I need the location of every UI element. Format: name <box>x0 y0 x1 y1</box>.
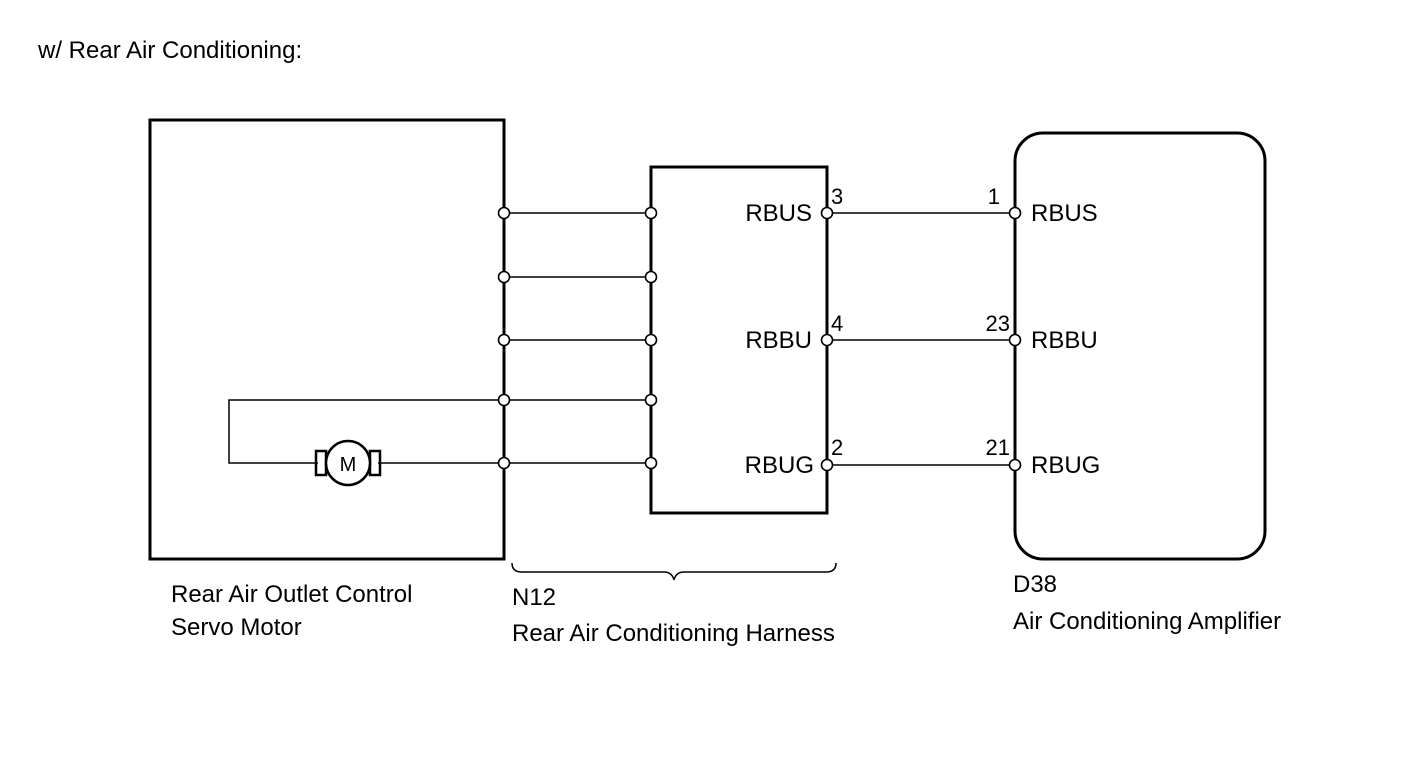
terminal-harness-left-4 <box>644 393 658 407</box>
amplifier-pin-number-rbug: 21 <box>986 435 1010 460</box>
terminal-servo-4 <box>497 393 511 407</box>
amplifier-caption: Air Conditioning Amplifier <box>1013 608 1281 635</box>
servo-motor-box <box>148 118 506 561</box>
amplifier-pin-number-rbus: 1 <box>988 184 1000 209</box>
terminal-amplifier-rbbu <box>1008 333 1022 347</box>
terminal-servo-5 <box>497 456 511 470</box>
terminal-amplifier-rbug <box>1008 458 1022 472</box>
harness-pin-label-rbus: RBUS <box>745 200 812 227</box>
servo-motor-caption-line2: Servo Motor <box>171 614 302 641</box>
harness-caption: Rear Air Conditioning Harness <box>512 620 835 647</box>
terminal-harness-left-1 <box>644 206 658 220</box>
harness-pin-label-rbbu: RBBU <box>745 327 812 354</box>
amplifier-pin-number-rbbu: 23 <box>986 311 1010 336</box>
amplifier-code: D38 <box>1013 571 1057 598</box>
harness-code: N12 <box>512 584 556 611</box>
amplifier-pin-label-rbus: RBUS <box>1031 200 1098 227</box>
harness-pin-number-rbug: 2 <box>831 435 843 460</box>
motor-wire-loop <box>228 399 504 464</box>
terminal-harness-left-2 <box>644 270 658 284</box>
amplifier-pin-label-rbug: RBUG <box>1031 452 1100 479</box>
terminal-harness-rbus <box>820 206 834 220</box>
harness-pin-number-rbbu: 4 <box>831 311 843 336</box>
terminal-harness-rbug <box>820 458 834 472</box>
servo-motor-caption-line1: Rear Air Outlet Control <box>171 581 412 608</box>
terminal-servo-2 <box>497 270 511 284</box>
terminal-harness-rbbu <box>820 333 834 347</box>
terminal-servo-1 <box>497 206 511 220</box>
motor-symbol-label: M <box>340 454 357 476</box>
amplifier-pin-label-rbbu: RBBU <box>1031 327 1098 354</box>
diagram-title: w/ Rear Air Conditioning: <box>37 37 302 64</box>
harness-pin-label-rbug: RBUG <box>745 452 814 479</box>
terminal-harness-left-5 <box>644 456 658 470</box>
terminal-harness-left-3 <box>644 333 658 347</box>
terminal-amplifier-rbus <box>1008 206 1022 220</box>
harness-bracket <box>511 562 837 581</box>
terminal-servo-3 <box>497 333 511 347</box>
harness-pin-number-rbus: 3 <box>831 184 843 209</box>
motor-icon: M <box>314 439 382 487</box>
